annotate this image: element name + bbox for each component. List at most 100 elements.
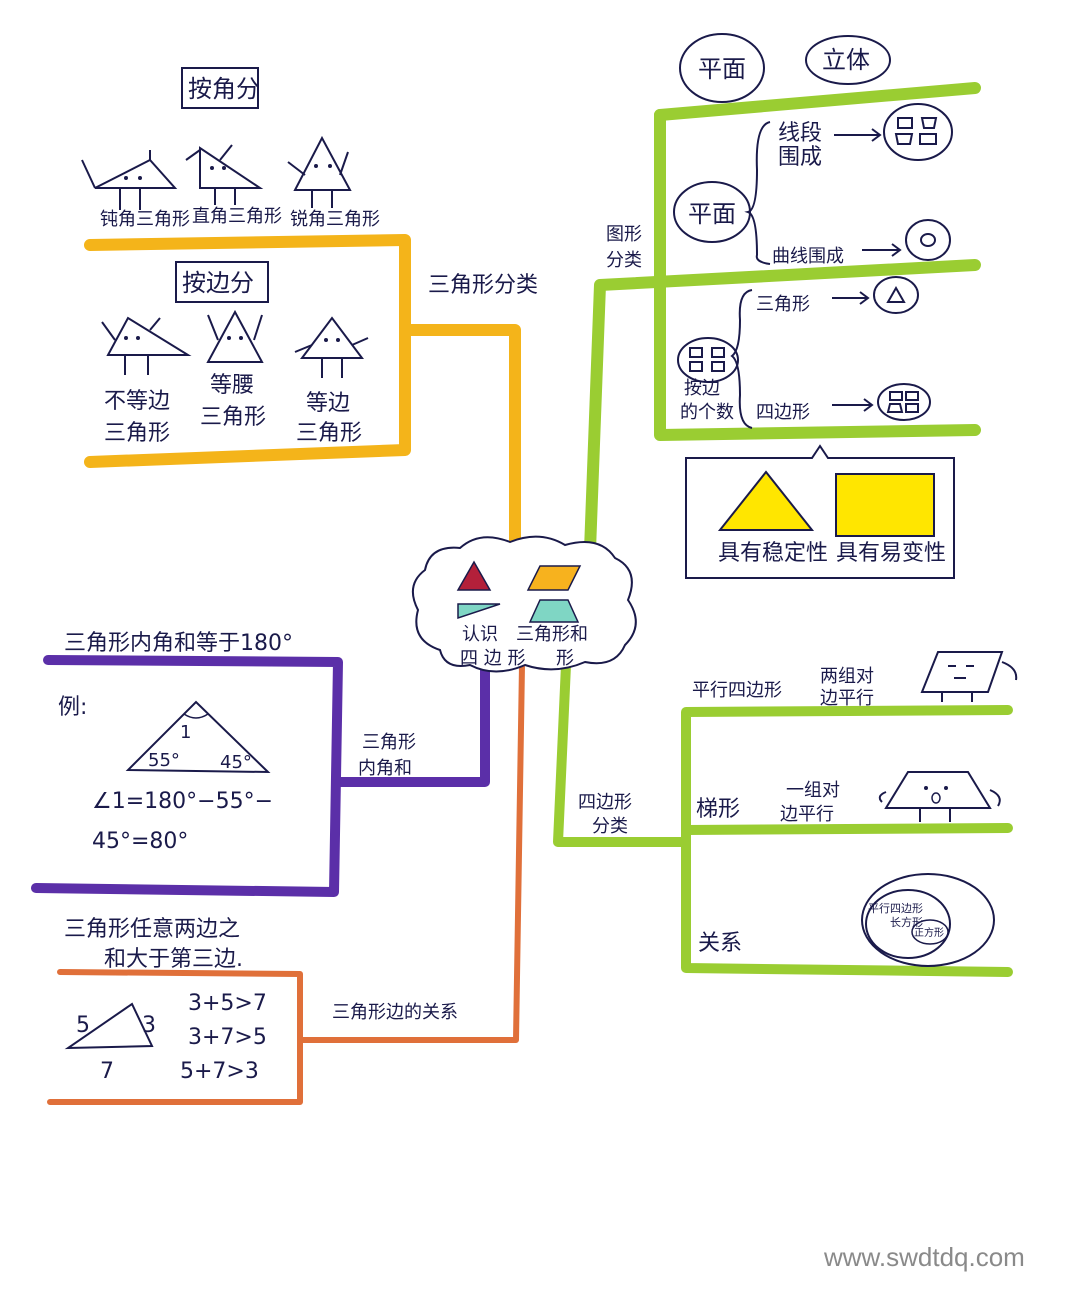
equilateral-triangle-figure bbox=[294, 316, 369, 378]
by-sides-label-1: 按边 bbox=[684, 378, 720, 399]
venn-inner-circle bbox=[911, 919, 949, 945]
curves-circle-icon bbox=[920, 233, 936, 247]
ineq-2: 3+7>5 bbox=[188, 1025, 267, 1050]
formula-line-1: ∠1=180°−55°− bbox=[92, 789, 273, 814]
plane-label: 平面 bbox=[688, 200, 736, 228]
equilateral-label-2: 三角形 bbox=[296, 421, 362, 446]
watermark: www.swdtdq.com bbox=[823, 1242, 1025, 1272]
center-label-3: 三角形和 bbox=[516, 624, 588, 645]
side-relation-triangle bbox=[64, 1002, 154, 1050]
isosceles-label-2: 三角形 bbox=[200, 405, 266, 430]
top-solid-label: 立体 bbox=[822, 46, 870, 74]
purple-branch-label-1: 三角形 bbox=[362, 732, 416, 753]
unstable-label: 具有易变性 bbox=[836, 541, 946, 566]
center-right-triangle-icon bbox=[457, 603, 501, 620]
center-red-triangle-icon bbox=[456, 560, 492, 591]
segments-shapes-icon bbox=[894, 117, 938, 145]
angle-type-acute: 锐角三角形 bbox=[290, 209, 380, 230]
by-angle-label: 按角分 bbox=[188, 75, 260, 103]
purple-branch: 三角形 内角和 三角形内角和等于180° 例: 1 55° 45° ∠1=180… bbox=[31, 631, 490, 897]
top-solid-circle bbox=[805, 35, 891, 85]
stable-label: 具有稳定性 bbox=[718, 541, 828, 566]
venn-outer-circle bbox=[861, 873, 995, 967]
shape-branch-label-2: 分类 bbox=[606, 250, 642, 271]
venn-mid-circle bbox=[865, 889, 951, 959]
scalene-label-2: 三角形 bbox=[104, 421, 170, 446]
yellow-branch-label-1: 三角形分类 bbox=[428, 273, 538, 298]
quad-example-circle bbox=[877, 383, 931, 421]
segments-label-1: 线段 bbox=[778, 121, 822, 146]
segments-arrow-head bbox=[871, 128, 882, 142]
quad-branch-label-1: 四边形 bbox=[578, 792, 632, 813]
scalene-triangle-figure bbox=[101, 316, 192, 375]
center-cloud: 认识 四 边 形 三角形和 形 bbox=[411, 535, 637, 673]
plane-brace bbox=[744, 121, 771, 265]
center-parallelogram-icon bbox=[526, 565, 582, 591]
center-label-4: 形 bbox=[556, 648, 574, 669]
unstable-rectangle-icon bbox=[835, 473, 935, 537]
yellow-branch: 三角形分类 按角分 钝角三角形 bbox=[81, 67, 538, 556]
isosceles-triangle-figure bbox=[206, 309, 264, 363]
triangle-arrow-head bbox=[859, 291, 870, 305]
shape-branch-label-1: 图形 bbox=[606, 224, 642, 245]
obtuse-triangle-figure bbox=[81, 150, 178, 210]
center-label-1: 认识 bbox=[462, 624, 498, 645]
trapezoid-desc-2: 边平行 bbox=[780, 804, 834, 825]
side-a: 5 bbox=[76, 1013, 90, 1038]
quad-shapes-icon bbox=[886, 391, 919, 413]
isosceles-label-1: 等腰 bbox=[210, 373, 254, 398]
angle-sum-title: 三角形内角和等于180° bbox=[64, 631, 293, 656]
green-top-branch: 图形 分类 平面 立体 平面 线段 围成 曲线围成 按边 的个数 三角形 bbox=[584, 33, 981, 579]
by-sides-shapes-icon bbox=[689, 347, 725, 372]
orange-branch-label: 三角形边的关系 bbox=[332, 1002, 458, 1023]
scalene-label-1: 不等边 bbox=[104, 389, 170, 414]
curves-arrow-head bbox=[891, 243, 902, 257]
by-sides-circle bbox=[677, 337, 739, 383]
angle-type-right: 直角三角形 bbox=[192, 206, 282, 227]
quad-label: 四边形 bbox=[756, 402, 810, 423]
top-plane-circle bbox=[679, 33, 765, 103]
triangle-label: 三角形 bbox=[756, 294, 810, 315]
angle-type-obtuse: 钝角三角形 bbox=[100, 209, 190, 230]
by-sides-brace bbox=[730, 289, 753, 429]
segments-example-circle bbox=[883, 103, 953, 161]
parallelogram-label: 平行四边形 bbox=[692, 680, 782, 701]
segments-label-2: 围成 bbox=[778, 145, 822, 170]
angle-top: 1 bbox=[180, 722, 191, 743]
side-relation-title-1: 三角形任意两边之 bbox=[64, 917, 240, 942]
parallelogram-figure bbox=[920, 651, 1018, 702]
equilateral-label-1: 等边 bbox=[306, 391, 350, 416]
by-side-label: 按边分 bbox=[182, 269, 254, 297]
center-label-2: 四 边 形 bbox=[460, 648, 525, 669]
venn-mid-label: 长方形 bbox=[890, 915, 923, 929]
angle-a: 55° bbox=[148, 750, 180, 771]
parallelogram-desc-1: 两组对 bbox=[820, 666, 874, 687]
purple-branch-label-2: 内角和 bbox=[358, 758, 412, 779]
relation-label: 关系 bbox=[698, 931, 742, 956]
top-plane-label: 平面 bbox=[698, 55, 746, 83]
trapezoid-label: 梯形 bbox=[696, 797, 740, 822]
venn-outer-label: 平行四边形 bbox=[868, 902, 923, 915]
top-angle-arc bbox=[183, 713, 209, 719]
by-sides-label-2: 的个数 bbox=[680, 402, 734, 423]
venn-inner-label: 正方形 bbox=[914, 926, 944, 939]
curves-label: 曲线围成 bbox=[772, 246, 844, 267]
green-bottom-branch: 四边形 分类 平行四边形 两组对 边平行 梯形 一组对 边平行 关系 bbox=[553, 651, 1018, 977]
stability-box bbox=[685, 444, 955, 579]
side-relation-title-2: 和大于第三边. bbox=[104, 947, 243, 972]
orange-branch: 三角形边的关系 三角形任意两边之 和大于第三边. 5 3 7 3+5>7 3+7… bbox=[47, 664, 525, 1105]
side-c: 7 bbox=[100, 1059, 114, 1084]
ineq-1: 3+5>7 bbox=[188, 991, 267, 1016]
side-b: 3 bbox=[142, 1013, 156, 1038]
trapezoid-desc-1: 一组对 bbox=[786, 780, 840, 801]
parallelogram-desc-2: 边平行 bbox=[820, 688, 874, 709]
angle-sum-triangle bbox=[125, 700, 271, 774]
acute-triangle-figure bbox=[287, 135, 352, 208]
ineq-3: 5+7>3 bbox=[180, 1059, 259, 1084]
triangle-example-circle bbox=[873, 276, 919, 314]
quad-arrow-head bbox=[863, 398, 874, 412]
formula-line-2: 45°=80° bbox=[92, 829, 188, 854]
example-label: 例: bbox=[58, 695, 87, 720]
